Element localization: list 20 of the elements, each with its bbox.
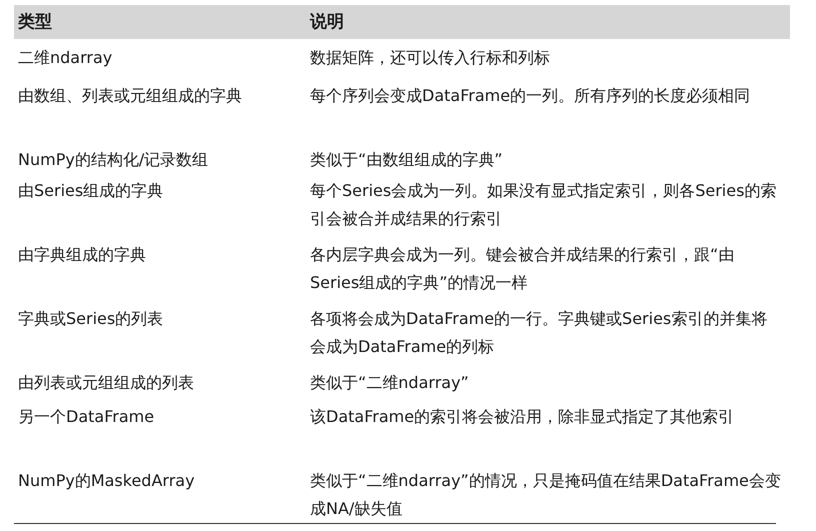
type-text: NumPy的结构化/记录数组: [18, 149, 210, 171]
type-text: 另一个DataFrame: [18, 406, 156, 428]
type-text: 由列表或元组组成的列表: [18, 372, 195, 394]
type-text: 由Series组成的字典: [18, 180, 164, 202]
description-text: 各内层字典会成为一列。键会被合并成结果的行索引，跟“由Series组成的字典”的情况一样: [310, 244, 736, 294]
description-text: 各项将会成为DataFrame的一行。字典键或Series索引的并集将会成为DataFrame的列标: [310, 308, 768, 358]
description-text: 类似于“二维ndarray”的情况，只是掩码值在结果DataFrame会变成NA/缺失值: [310, 470, 782, 520]
column-header: 说明: [310, 11, 344, 34]
description-text: 每个序列会变成DataFrame的一列。所有序列的长度必须相同: [310, 85, 752, 107]
description-text: 类似于“由数组组成的字典”: [310, 149, 504, 171]
type-text: NumPy的MaskedArray: [18, 470, 196, 492]
type-text: 二维ndarray: [18, 47, 114, 69]
type-text: 由字典组成的字典: [18, 244, 147, 266]
column-header: 类型: [18, 11, 52, 34]
description-text: 数据矩阵，还可以传入行标和列标: [310, 47, 551, 69]
description-text: 该DataFrame的索引将会被沿用，除非显式指定了其他索引: [310, 406, 736, 428]
type-text: 由数组、列表或元组组成的字典: [18, 85, 243, 107]
type-text: 字典或Series的列表: [18, 308, 164, 330]
description-text: 类似于“二维ndarray”: [310, 372, 470, 394]
description-text: 每个Series会成为一列。如果没有显式指定索引，则各Series的索引会被合并成结果的行索引: [310, 180, 778, 230]
